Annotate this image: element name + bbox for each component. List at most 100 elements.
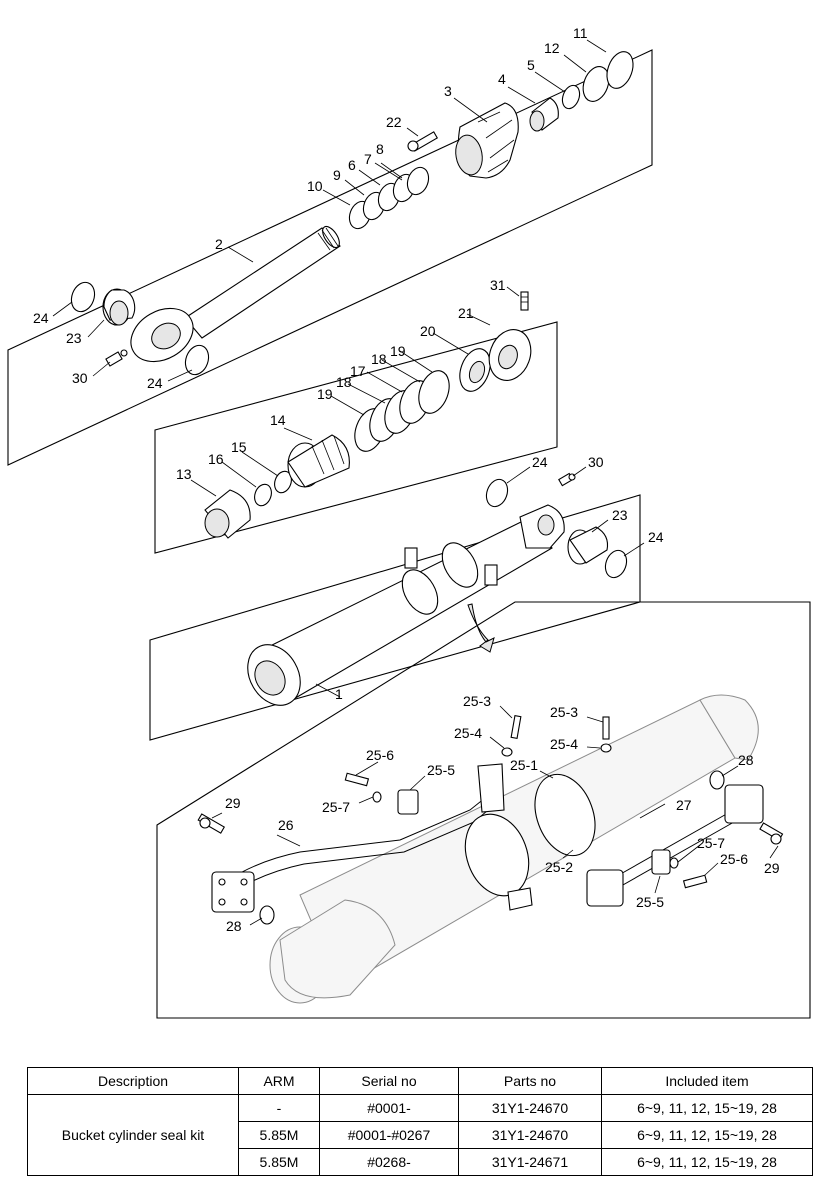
o-ring-28-right — [709, 770, 725, 790]
bushing-13 — [204, 489, 251, 539]
table-row: 5.85M #0001-#0267 31Y1-24670 6~9, 11, 12… — [28, 1121, 813, 1149]
washers-25-4 — [501, 743, 612, 757]
callout-25-7-left: 25-7 — [322, 799, 350, 815]
callout-5: 5 — [527, 57, 535, 73]
callout-23-tube: 23 — [612, 507, 628, 523]
rod-seals-6-10 — [348, 166, 430, 230]
callout-25-2: 25-2 — [545, 859, 573, 875]
rod-cover-3 — [455, 102, 519, 179]
callout-25-5-left: 25-5 — [427, 762, 455, 778]
band-clamp-25-1 — [464, 773, 596, 911]
o-ring-11 — [606, 51, 634, 89]
callout-27: 27 — [676, 797, 692, 813]
piston-seals-17-19 — [354, 370, 450, 452]
piston-rod-2 — [184, 225, 341, 339]
callout-24-tube-upper: 24 — [532, 454, 548, 470]
callout-28-left: 28 — [226, 918, 242, 934]
cell-arm: 5.85M — [238, 1121, 320, 1149]
dust-seal-24-rod-right — [184, 344, 210, 376]
callout-25-4-left: 25-4 — [454, 725, 482, 741]
dust-seal-24-rod-left — [70, 281, 96, 313]
cell-included: 6~9, 11, 12, 15~19, 28 — [601, 1148, 813, 1176]
table-row: Bucket cylinder seal kit - #0001- 31Y1-2… — [27, 1094, 813, 1176]
callout-2: 2 — [215, 236, 223, 252]
cell-serial: #0001- — [319, 1094, 459, 1122]
callout-25-1: 25-1 — [510, 757, 538, 773]
callout-25-6-left: 25-6 — [366, 747, 394, 763]
detail-arrow — [467, 603, 495, 653]
bushing-4 — [529, 97, 559, 132]
callout-29-right: 29 — [764, 860, 780, 876]
bolt-29-left — [197, 813, 226, 834]
cell-parts: 31Y1-24671 — [458, 1148, 602, 1176]
header-parts-no: Parts no — [458, 1067, 602, 1095]
callout-22: 22 — [386, 114, 402, 130]
callout-12: 12 — [544, 40, 560, 56]
callout-25-5-right: 25-5 — [636, 894, 664, 910]
ring-15 — [274, 470, 292, 494]
exploded-parts-diagram: 11 12 5 4 3 22 8 7 6 9 10 2 24 23 30 24 … — [7, 25, 811, 1019]
panel-piston-seals — [154, 321, 558, 554]
backup-ring-12 — [582, 66, 610, 102]
header-arm: ARM — [238, 1067, 320, 1095]
cell-parts: 31Y1-24670 — [458, 1094, 602, 1122]
washers-25-7 — [372, 791, 679, 869]
callout-23-rod: 23 — [66, 330, 82, 346]
panel-piping-detail — [156, 601, 811, 1019]
leader-lines — [52, 39, 779, 926]
bolt-29-right — [759, 822, 784, 845]
callout-30-tube: 30 — [588, 454, 604, 470]
callout-14: 14 — [270, 412, 286, 428]
callout-16: 16 — [208, 451, 224, 467]
cell-arm: 5.85M — [238, 1148, 320, 1176]
callout-10: 10 — [307, 178, 323, 194]
bolts-25-3 — [510, 715, 610, 740]
callout-31: 31 — [490, 277, 506, 293]
callout-25-6-right: 25-6 — [720, 851, 748, 867]
cell-arm: - — [238, 1094, 320, 1122]
callout-15: 15 — [231, 439, 247, 455]
cell-included: 6~9, 11, 12, 15~19, 28 — [601, 1121, 813, 1149]
bolt-22 — [407, 131, 439, 152]
cell-parts: 31Y1-24670 — [458, 1121, 602, 1149]
callout-4: 4 — [498, 71, 506, 87]
clamp-blocks-25-5 — [397, 763, 671, 875]
callout-19-right: 19 — [390, 343, 406, 359]
callout-19-left: 19 — [317, 386, 333, 402]
washer-20 — [459, 348, 491, 392]
cell-included: 6~9, 11, 12, 15~19, 28 — [601, 1094, 813, 1122]
callout-25-7-right: 25-7 — [697, 835, 725, 851]
callout-24-rod-left: 24 — [33, 310, 49, 326]
cylinder-tube-1 — [247, 504, 565, 706]
bushing-23-rod — [102, 288, 136, 326]
piston-14 — [287, 434, 350, 488]
callout-24-tube-lower: 24 — [648, 529, 664, 545]
table-header-row: Description ARM Serial no Parts no Inclu… — [27, 1067, 813, 1095]
dust-seal-24-tube-upper — [485, 478, 509, 508]
callout-30-rod: 30 — [72, 370, 88, 386]
callout-25-3-right: 25-3 — [550, 704, 578, 720]
buffer-ring-5 — [561, 84, 581, 110]
seal-kit-table: Description ARM Serial no Parts no Inclu… — [27, 1067, 813, 1176]
header-description: Description — [27, 1067, 239, 1095]
callout-20: 20 — [420, 323, 436, 339]
callout-29-left: 29 — [225, 795, 241, 811]
panel-rod-assembly — [7, 49, 653, 466]
callout-8: 8 — [376, 141, 384, 157]
callout-21: 21 — [458, 305, 474, 321]
nut-21 — [488, 329, 532, 381]
callout-13: 13 — [176, 466, 192, 482]
ring-16 — [254, 483, 272, 507]
set-screw-31 — [520, 291, 529, 311]
callout-6: 6 — [348, 157, 356, 173]
flange-block-left — [211, 871, 255, 913]
grease-nipple-30-rod — [105, 349, 128, 367]
callout-3: 3 — [444, 83, 452, 99]
callout-1: 1 — [335, 686, 343, 702]
callout-7: 7 — [364, 151, 372, 167]
table-row: 5.85M #0268- 31Y1-24671 6~9, 11, 12, 15~… — [28, 1148, 813, 1176]
o-ring-28-left — [259, 905, 275, 925]
bushing-23-tube — [567, 526, 609, 565]
kit-description: Bucket cylinder seal kit — [27, 1094, 239, 1176]
callout-28-right: 28 — [738, 752, 754, 768]
